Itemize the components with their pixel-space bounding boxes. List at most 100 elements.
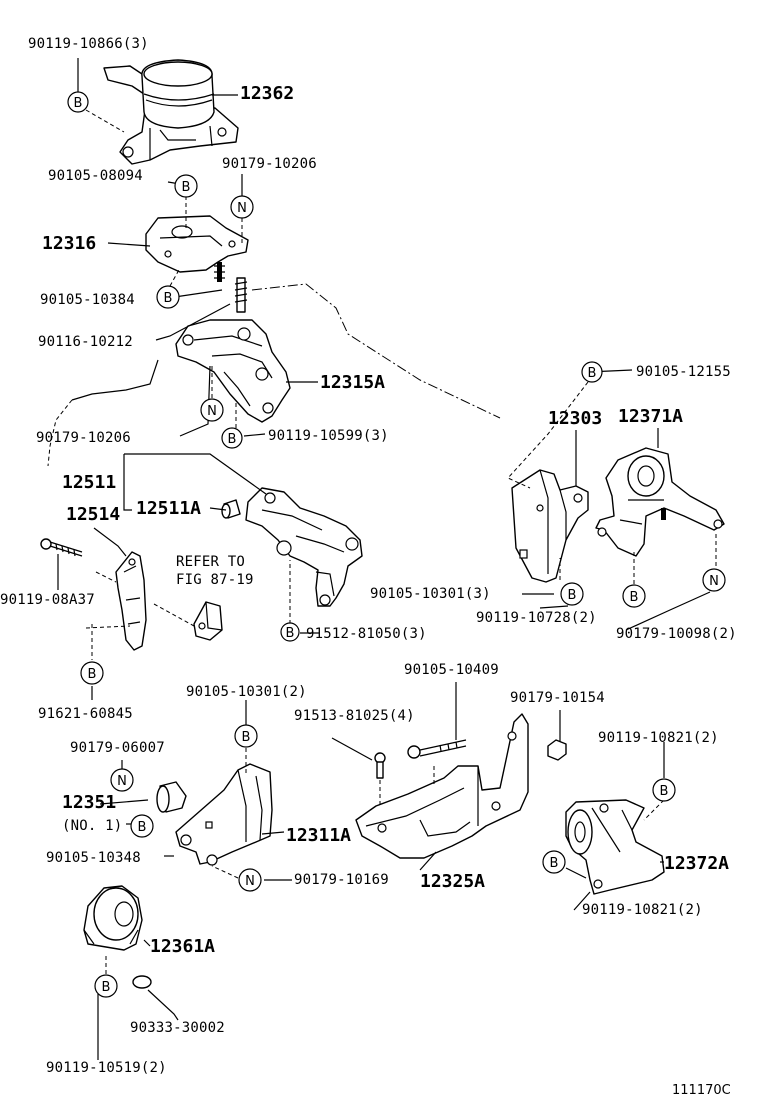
part-12362-engine-mount-insulator[interactable]	[103, 59, 239, 165]
svg-text:B: B	[228, 432, 237, 447]
svg-text:B: B	[286, 626, 295, 641]
part-12361A-mount[interactable]	[83, 885, 143, 951]
mark-b: B	[174, 174, 198, 198]
part-12303-bracket[interactable]	[511, 469, 589, 583]
label-90119-10866[interactable]: 90119-10866(3)	[28, 36, 149, 52]
part-91513-81025-bolt[interactable]	[374, 752, 386, 779]
mark-b: B	[156, 285, 180, 309]
label-12511[interactable]: 12511	[62, 472, 116, 493]
mark-n: N	[238, 868, 262, 892]
label-90179-10098[interactable]: 90179-10098(2)	[616, 626, 737, 642]
svg-text:N: N	[117, 774, 127, 789]
refer-text-line2: FIG 87-19	[176, 572, 254, 588]
refer-fig-clip[interactable]	[193, 601, 223, 641]
part-90105-10409-bolt[interactable]	[407, 739, 467, 759]
part-90119-08A37-bolt[interactable]	[40, 538, 83, 557]
svg-text:N: N	[207, 404, 217, 419]
mark-b: B	[130, 814, 154, 838]
label-12361A[interactable]: 12361A	[150, 936, 215, 957]
mark-n: N	[110, 768, 134, 792]
mark-b: B	[560, 582, 584, 606]
part-12372A-mount[interactable]	[565, 799, 665, 895]
label-91513-81025[interactable]: 91513-81025(4)	[294, 708, 415, 724]
label-90105-12155[interactable]: 90105-12155	[636, 364, 731, 380]
part-90116-10212-stud[interactable]	[234, 277, 248, 313]
label-no1: (NO. 1)	[62, 818, 122, 834]
mark-b: B	[94, 974, 118, 998]
label-12372A[interactable]: 12372A	[664, 853, 729, 874]
refer-text-line1: REFER TO	[176, 554, 245, 570]
label-90119-10519[interactable]: 90119-10519(2)	[46, 1060, 167, 1076]
svg-text:B: B	[630, 590, 639, 605]
mark-n: N	[702, 568, 726, 592]
part-90179-10154-nut[interactable]	[547, 739, 567, 761]
label-12316[interactable]: 12316	[42, 233, 96, 254]
mark-b: B	[80, 661, 104, 685]
label-90119-10821-b[interactable]: 90119-10821(2)	[582, 902, 703, 918]
label-12303[interactable]: 12303	[548, 408, 602, 429]
label-12351[interactable]: 12351	[62, 792, 116, 813]
svg-text:B: B	[242, 730, 251, 745]
mark-b: B	[622, 584, 646, 608]
label-90105-10301-2[interactable]: 90105-10301(2)	[186, 684, 307, 700]
mark-b: B	[221, 427, 243, 449]
mark-b: B	[234, 724, 258, 748]
label-12514[interactable]: 12514	[66, 504, 120, 525]
label-90105-08094[interactable]: 90105-08094	[48, 168, 143, 184]
diagram-code: 111170C	[672, 1083, 731, 1098]
svg-text:B: B	[588, 366, 597, 381]
label-90105-10409[interactable]: 90105-10409	[404, 662, 499, 678]
mark-b: B	[652, 778, 676, 802]
label-90119-10821-a[interactable]: 90119-10821(2)	[598, 730, 719, 746]
label-12311A[interactable]: 12311A	[286, 825, 351, 846]
mark-b: B	[67, 91, 89, 113]
label-12371A[interactable]: 12371A	[618, 406, 683, 427]
part-12511-rod-bracket[interactable]	[245, 487, 363, 607]
part-12311A-bracket[interactable]	[175, 763, 273, 866]
label-90105-10348[interactable]: 90105-10348	[46, 850, 141, 866]
label-90179-10154[interactable]: 90179-10154	[510, 690, 605, 706]
label-90179-10206-mid[interactable]: 90179-10206	[36, 430, 131, 446]
label-91512-81050[interactable]: 91512-81050(3)	[306, 626, 427, 642]
part-90333-30002-ring[interactable]	[132, 975, 152, 989]
part-12316-bracket[interactable]	[145, 215, 249, 282]
part-12371A-mount[interactable]	[595, 447, 725, 557]
label-12315A[interactable]: 12315A	[320, 372, 385, 393]
part-12511A-bushing[interactable]	[221, 499, 241, 519]
svg-text:B: B	[568, 588, 577, 603]
label-90116-10212[interactable]: 90116-10212	[38, 334, 133, 350]
label-90105-10384[interactable]: 90105-10384	[40, 292, 135, 308]
label-90119-10728[interactable]: 90119-10728(2)	[476, 610, 597, 626]
mark-b: B	[280, 622, 300, 642]
label-90119-10599[interactable]: 90119-10599(3)	[268, 428, 389, 444]
part-12325A-bracket[interactable]	[355, 713, 529, 859]
svg-text:N: N	[237, 201, 247, 216]
mark-n: N	[230, 195, 254, 219]
mark-b: B	[581, 361, 603, 383]
part-12351-insulator-no1[interactable]	[156, 781, 187, 813]
svg-text:B: B	[138, 820, 147, 835]
label-90105-10301-3[interactable]: 90105-10301(3)	[370, 586, 491, 602]
mark-b: B	[542, 850, 566, 874]
label-91621-60845[interactable]: 91621-60845	[38, 706, 133, 722]
part-12514-bracket[interactable]	[115, 551, 147, 651]
svg-text:B: B	[102, 980, 111, 995]
svg-text:B: B	[88, 667, 97, 682]
label-90179-06007[interactable]: 90179-06007	[70, 740, 165, 756]
svg-text:B: B	[182, 180, 191, 195]
label-90179-10169[interactable]: 90179-10169	[294, 872, 389, 888]
label-12511A[interactable]: 12511A	[136, 498, 201, 519]
label-90119-08A37[interactable]: 90119-08A37	[0, 592, 95, 608]
leader-lines	[47, 58, 717, 1060]
label-90333-30002[interactable]: 90333-30002	[130, 1020, 225, 1036]
label-90179-10206-top[interactable]: 90179-10206	[222, 156, 317, 172]
svg-text:B: B	[74, 96, 83, 111]
label-12325A[interactable]: 12325A	[420, 871, 485, 892]
part-12315A-bracket[interactable]	[175, 319, 291, 423]
svg-text:B: B	[660, 784, 669, 799]
svg-text:N: N	[245, 874, 255, 889]
svg-text:N: N	[709, 574, 719, 589]
svg-text:B: B	[550, 856, 559, 871]
mark-n: N	[200, 398, 224, 422]
label-12362[interactable]: 12362	[240, 83, 294, 104]
